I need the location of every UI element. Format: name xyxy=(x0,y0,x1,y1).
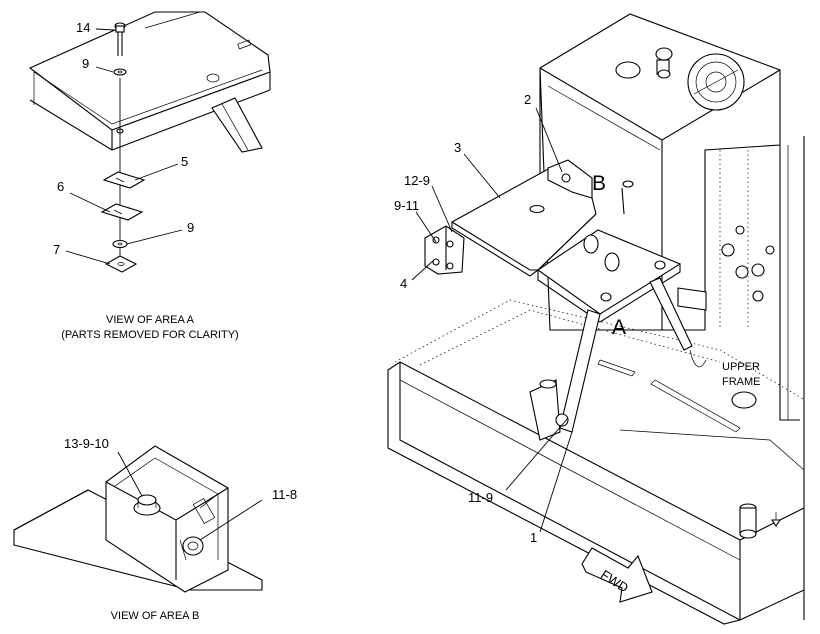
callout-2: 2 xyxy=(524,92,531,107)
callout-5: 5 xyxy=(181,154,188,169)
callout-9-11: 9-11 xyxy=(394,198,419,213)
callout-12-9: 12-9 xyxy=(404,173,430,188)
callout-1: 1 xyxy=(530,530,537,545)
caption-view-area-b: VIEW OF AREA B xyxy=(111,610,200,622)
upper-frame-label-line2: FRAME xyxy=(722,376,761,388)
upper-frame-label-line1: UPPER xyxy=(722,361,760,373)
view-area-b: 13-9-10 11-8 VIEW OF AREA B xyxy=(13,436,297,622)
area-label-a: A xyxy=(612,316,626,339)
main-assembly: FWD 2 3 12-9 9-11 4 11-9 1 B A UPPER FRA… xyxy=(387,13,806,625)
caption-view-area-a-line1: VIEW OF AREA A xyxy=(106,314,195,326)
callout-4: 4 xyxy=(400,276,407,291)
cab-fasteners xyxy=(721,225,775,302)
callout-11-9: 11-9 xyxy=(468,490,493,505)
callout-11-8: 11-8 xyxy=(272,487,297,502)
callout-6: 6 xyxy=(57,179,64,194)
callout-3: 3 xyxy=(454,140,461,155)
callout-9-top: 9 xyxy=(82,56,89,71)
area-label-b: B xyxy=(592,172,606,195)
callout-9-bottom: 9 xyxy=(187,220,194,235)
callout-14: 14 xyxy=(76,20,90,35)
view-area-a: 14 9 5 6 9 7 VIEW OF AREA A (PARTS REMOV… xyxy=(28,11,271,341)
callout-7: 7 xyxy=(53,242,60,257)
callout-13-9-10: 13-9-10 xyxy=(64,436,109,451)
caption-view-area-a-line2: (PARTS REMOVED FOR CLARITY) xyxy=(61,329,238,341)
